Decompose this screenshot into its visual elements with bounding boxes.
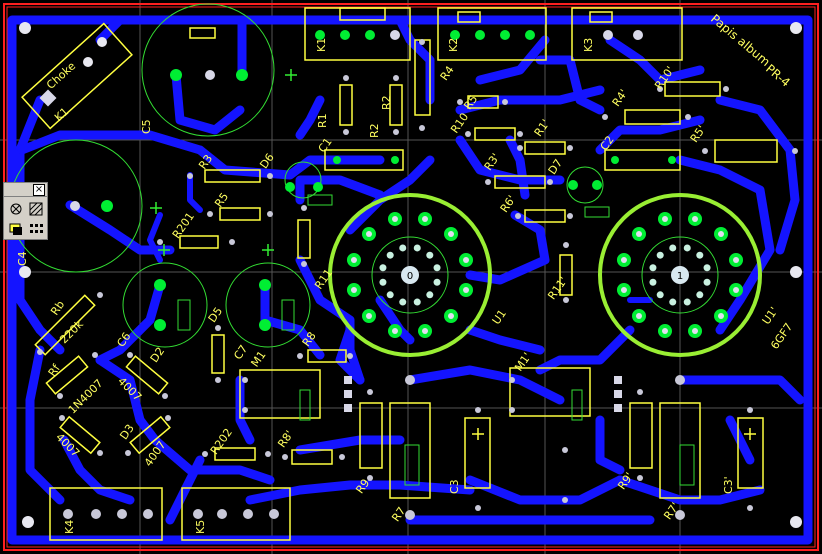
socket-1-inner-pin <box>669 244 677 252</box>
layer-icon[interactable] <box>8 221 24 237</box>
socket-0-inner-pin <box>426 291 434 299</box>
crosshair-markers <box>150 69 297 256</box>
r1-label: R1 <box>316 113 329 128</box>
c3b-label: C3' <box>722 476 735 494</box>
socket-1-inner-pin <box>696 291 704 299</box>
socket-0-pin-hole <box>365 230 372 237</box>
component-bodies <box>177 194 695 486</box>
socket-1-pin-hole <box>620 256 627 263</box>
socket-1-inner-pin <box>656 291 664 299</box>
c3-label: C3 <box>448 479 461 494</box>
socket-0-pin-hole <box>463 287 470 294</box>
socket-1-inner-pin <box>696 251 704 259</box>
socket-1-pin-hole <box>718 230 725 237</box>
capacitor-plus-marks <box>472 428 756 440</box>
traces <box>7 15 813 545</box>
tube-socket-0 <box>328 193 492 357</box>
socket-1-pin-hole <box>733 287 740 294</box>
pad-grid-icon[interactable] <box>28 221 44 237</box>
mounting-holes <box>19 22 802 528</box>
socket-0-inner-pin <box>379 278 387 286</box>
square-pads <box>39 89 622 412</box>
hatch-icon[interactable] <box>28 201 44 217</box>
socket-0-pin-hole <box>463 256 470 263</box>
socket-0-inner-pin <box>386 251 394 259</box>
socket-1-pin-hole <box>692 328 699 335</box>
socket-1-inner-pin <box>683 244 691 252</box>
k2-label: K2 <box>447 38 460 52</box>
socket-numbers: 0 1 <box>407 271 683 282</box>
socket-1-number: 1 <box>677 271 683 282</box>
small-pads <box>37 39 798 520</box>
socket-0-inner-pin <box>379 264 387 272</box>
board-outline <box>3 3 819 551</box>
socket-1-pin-hole <box>635 230 642 237</box>
pads <box>36 30 676 331</box>
socket-0-inner-pin <box>426 251 434 259</box>
socket-1-pin-hole <box>692 215 699 222</box>
socket-1-inner-pin <box>703 264 711 272</box>
socket-0-pin-hole <box>391 215 398 222</box>
k3-label: K3 <box>582 38 595 52</box>
k5-label: K5 <box>194 520 207 534</box>
socket-0-inner-pin <box>399 298 407 306</box>
socket-0-pin-hole <box>350 287 357 294</box>
socket-0-inner-pin <box>386 291 394 299</box>
socket-1-inner-pin <box>649 278 657 286</box>
r2b-label: R2 <box>380 95 393 110</box>
socket-0-inner-pin <box>433 278 441 286</box>
socket-0-pin-hole <box>448 313 455 320</box>
socket-0-inner-pin <box>413 298 421 306</box>
socket-0-pin-hole <box>391 328 398 335</box>
socket-0-pin-hole <box>365 313 372 320</box>
tool-palette-titlebar[interactable]: × <box>4 183 47 197</box>
socket-0-pin-hole <box>350 256 357 263</box>
c5-label: C5 <box>140 119 153 134</box>
socket-0-inner-pin <box>399 244 407 252</box>
socket-0-inner-pin <box>413 244 421 252</box>
socket-1-inner-pin <box>683 298 691 306</box>
close-icon[interactable]: × <box>33 184 45 196</box>
c4-label: C4 <box>16 251 29 266</box>
socket-0-pin-hole <box>448 230 455 237</box>
capacitor-outlines <box>9 3 604 348</box>
socket-1-pin-hole <box>661 328 668 335</box>
socket-1-pin-hole <box>718 313 725 320</box>
r2-label: R2 <box>368 123 381 138</box>
socket-0-pin-hole <box>422 215 429 222</box>
socket-0-pin-hole <box>422 328 429 335</box>
socket-1-inner-pin <box>669 298 677 306</box>
grid-cross-icon[interactable] <box>8 201 24 217</box>
socket-1-pin-hole <box>635 313 642 320</box>
k1b-label: K1 <box>315 38 328 52</box>
tube-socket-1 <box>598 193 762 357</box>
socket-1-inner-pin <box>656 251 664 259</box>
socket-1-pin-hole <box>733 256 740 263</box>
socket-0-inner-pin <box>433 264 441 272</box>
socket-1-pin-hole <box>661 215 668 222</box>
k4-label: K4 <box>63 520 76 534</box>
socket-pins <box>346 211 744 339</box>
silkscreen <box>21 7 778 541</box>
tool-palette[interactable]: × <box>3 182 48 240</box>
socket-1-inner-pin <box>703 278 711 286</box>
socket-1-pin-hole <box>620 287 627 294</box>
socket-1-inner-pin <box>649 264 657 272</box>
socket-0-number: 0 <box>407 271 413 282</box>
